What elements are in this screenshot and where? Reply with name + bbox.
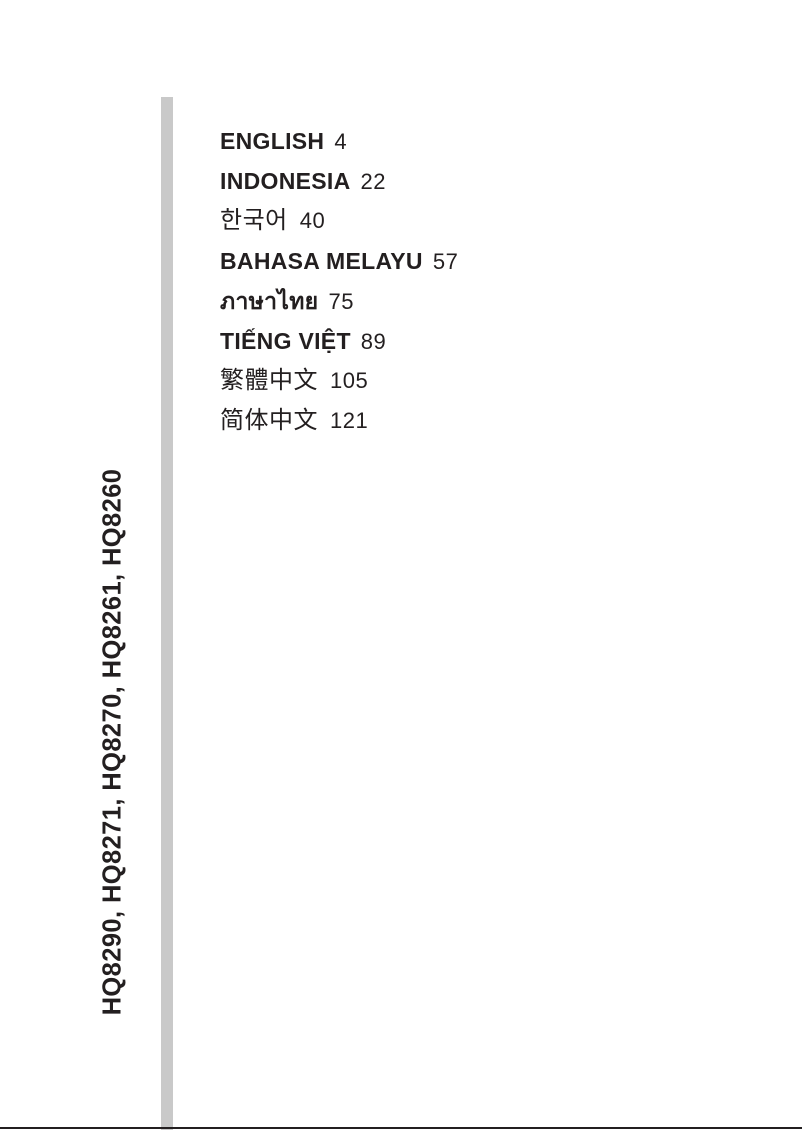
language-name: 简体中文 bbox=[220, 407, 318, 434]
language-name: 繁體中文 bbox=[220, 367, 318, 394]
language-page-number: 40 bbox=[299, 208, 326, 233]
language-page-number: 4 bbox=[334, 129, 348, 154]
language-name: INDONESIA bbox=[220, 168, 351, 194]
language-index-row[interactable]: TIẾNG VIỆT 89 bbox=[220, 321, 740, 361]
language-page-number: 57 bbox=[432, 249, 459, 274]
model-number-strip: HQ8290, HQ8271, HQ8270, HQ8261, HQ8260 bbox=[98, 468, 127, 1016]
vertical-rule-decoration bbox=[161, 97, 173, 1130]
language-index-row[interactable]: 简体中文 121 bbox=[220, 401, 740, 441]
language-index-row[interactable]: 繁體中文 105 bbox=[220, 361, 740, 401]
language-page-number: 105 bbox=[330, 368, 369, 393]
language-index-row[interactable]: INDONESIA 22 bbox=[220, 161, 740, 201]
language-name: ภาษาไทย bbox=[220, 288, 319, 314]
language-page-number: 75 bbox=[328, 289, 354, 314]
language-name: ENGLISH bbox=[220, 128, 325, 154]
language-page-number: 121 bbox=[330, 408, 369, 433]
language-index-row[interactable]: ภาษาไทย 75 bbox=[220, 281, 740, 321]
language-name: 한국어 bbox=[220, 207, 288, 234]
language-name: BAHASA MELAYU bbox=[220, 248, 423, 274]
language-index-row[interactable]: 한국어 40 bbox=[220, 201, 740, 241]
language-index-row[interactable]: BAHASA MELAYU 57 bbox=[220, 241, 740, 281]
page-bottom-rule bbox=[0, 1127, 802, 1129]
language-index-row[interactable]: ENGLISH 4 bbox=[220, 121, 740, 161]
language-page-number: 22 bbox=[360, 169, 386, 194]
language-page-number: 89 bbox=[360, 329, 387, 354]
language-name: TIẾNG VIỆT bbox=[220, 328, 351, 354]
